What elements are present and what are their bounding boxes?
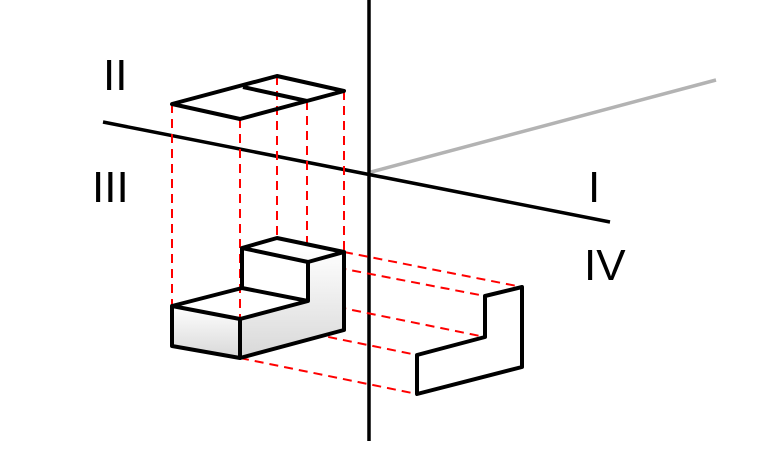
label-plane-4: IV [584,241,626,290]
side-view [415,285,524,396]
label-plane-2: II [103,51,127,100]
gray-axis [370,78,717,174]
isometric-object [170,236,346,360]
horizontal-axis [102,120,611,224]
label-plane-3: III [92,163,129,212]
top-view [170,74,346,121]
label-plane-1: I [588,163,600,212]
